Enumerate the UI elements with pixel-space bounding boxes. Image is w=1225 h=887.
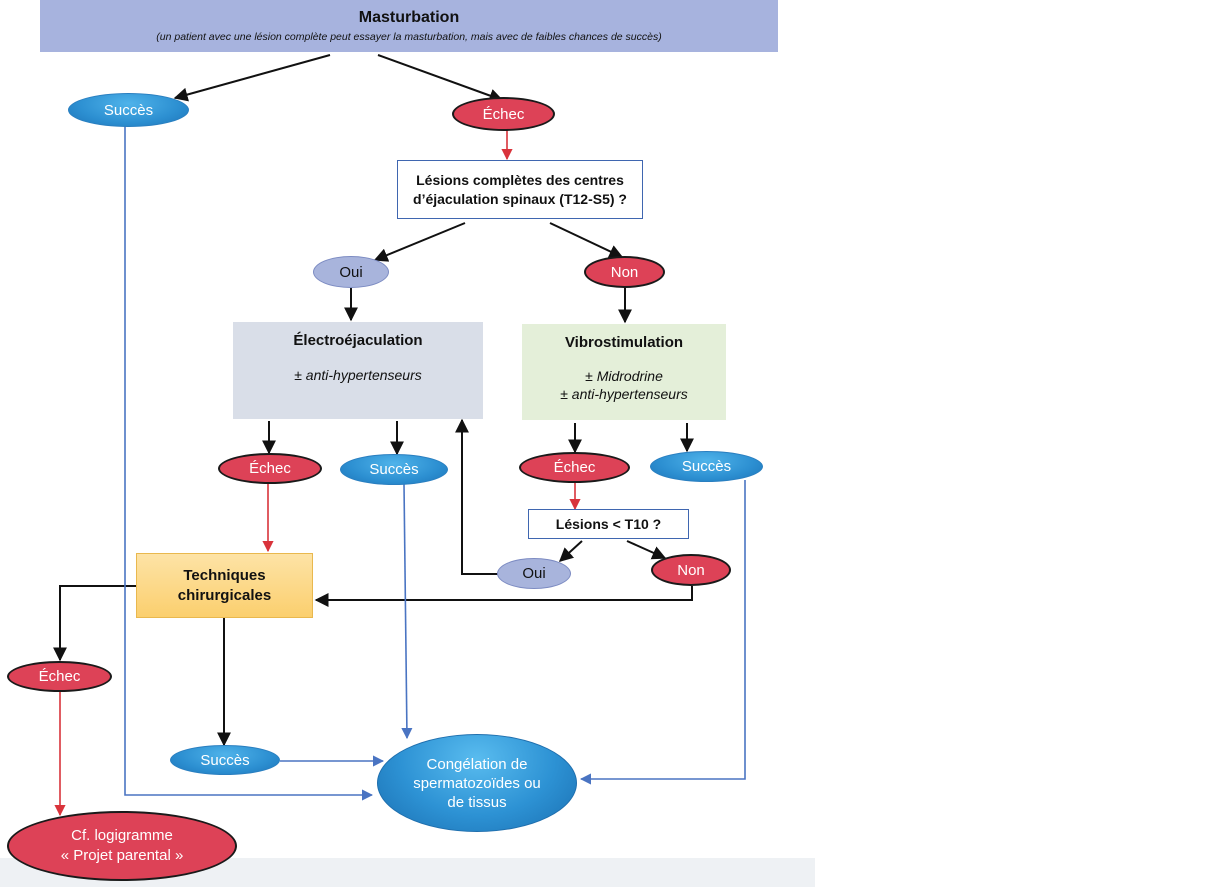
electro-failure-node: Échec (218, 453, 322, 484)
title-text: Masturbation (358, 9, 460, 26)
surgical-success-node: Succès (170, 745, 280, 775)
success-label-1: Succès (103, 101, 154, 119)
arrow-electro-success-to-freezing (401, 483, 413, 740)
vibrostimulation-box: Vibrostimulation ± Midrodrine ± anti-hyp… (522, 324, 726, 420)
question-text-2: Lésions < T10 ? (555, 516, 662, 532)
arrow-question-to-no (549, 222, 624, 258)
no-label-1: Non (610, 263, 639, 281)
arrow-success1-to-freezing (124, 126, 374, 801)
parental-line-2: « Projet parental » (60, 847, 184, 864)
no-node-2: Non (651, 554, 731, 586)
question-text-1: Lésions complètes des centres d’éjaculat… (413, 171, 627, 207)
surgical-success-label: Succès (200, 751, 250, 769)
yes-label-2: Oui (522, 565, 546, 582)
success-node-1: Succès (68, 93, 189, 127)
vibro-success-label: Succès (681, 458, 732, 475)
vibro-subtitle-1: ± Midrodrine (585, 368, 663, 384)
yes-label-1: Oui (339, 263, 363, 281)
no-label-2: Non (677, 561, 705, 579)
electroejaculation-box: Électroéjaculation ± anti-hypertenseurs (233, 322, 483, 419)
electro-success-label: Succès (369, 461, 419, 478)
freezing-label: Congélation de spermatozoïdes ou de tiss… (413, 755, 541, 811)
vibro-failure-label: Échec (553, 459, 596, 476)
surgical-failure-node: Échec (7, 661, 112, 692)
arrow-title-to-failure (377, 54, 504, 103)
question-box-lesions-t10: Lésions < T10 ? (528, 509, 689, 539)
subtitle-text: (un patient avec une lésion complète peu… (156, 31, 662, 43)
vibro-subtitle-2: ± anti-hypertenseurs (560, 386, 688, 402)
surgical-failure-label: Échec (38, 668, 81, 685)
arrow-q2-to-no (626, 540, 667, 560)
yes-node-1: Oui (313, 256, 389, 288)
no-node-1: Non (584, 256, 665, 288)
vibro-success-node: Succès (650, 451, 763, 482)
arrow-no2-to-surgical (314, 586, 693, 607)
title-box-masturbation: Masturbation (un patient avec une lésion… (40, 0, 778, 52)
yes-node-2: Oui (497, 558, 571, 589)
arrow-q2-to-yes (558, 540, 583, 562)
failure-node-1: Échec (452, 97, 555, 131)
surgical-techniques-box: Techniques chirurgicales (136, 553, 313, 618)
parental-line-1: Cf. logigramme (71, 827, 173, 844)
electro-title: Électroéjaculation (293, 332, 423, 349)
electro-subtitle: ± anti-hypertenseurs (294, 367, 422, 383)
arrow-question-to-yes (373, 222, 466, 262)
electro-success-node: Succès (340, 454, 448, 485)
electro-failure-label: Échec (249, 460, 291, 477)
question-box-spinal-lesions: Lésions complètes des centres d’éjaculat… (397, 160, 643, 219)
freezing-node: Congélation de spermatozoïdes ou de tiss… (377, 734, 577, 832)
surgical-label: Techniques chirurgicales (177, 566, 272, 604)
parental-project-node: Cf. logigramme « Projet parental » (7, 811, 237, 881)
failure-label-1: Échec (482, 105, 525, 123)
vibro-failure-node: Échec (519, 452, 630, 483)
arrow-title-to-success (173, 54, 331, 102)
arrow-yes2-to-electro (455, 418, 498, 575)
arrow-surgical-to-failure (53, 585, 136, 662)
vibro-title: Vibrostimulation (564, 334, 684, 351)
arrow-vibro-success-to-freezing (579, 480, 746, 785)
